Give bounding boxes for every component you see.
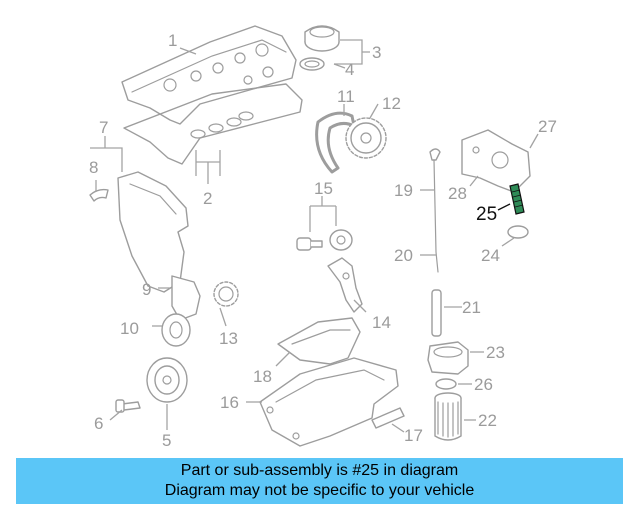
crank-pulley — [161, 313, 191, 347]
callout-14: 14 — [372, 313, 391, 332]
callout-20: 20 — [394, 246, 413, 265]
camshaft-sprocket — [345, 117, 387, 159]
callout-16: 16 — [220, 393, 239, 412]
callout-27: 27 — [538, 117, 557, 136]
callout-12: 12 — [382, 94, 401, 113]
banner-line-1: Part or sub-assembly is #25 in diagram — [180, 462, 459, 479]
callout-6: 6 — [94, 414, 103, 433]
vibration-damper — [146, 357, 188, 403]
callout-5: 5 — [162, 431, 171, 450]
pump-seal — [507, 225, 529, 239]
callout-4: 4 — [345, 60, 354, 79]
callout-19: 19 — [394, 181, 413, 200]
callout-10: 10 — [120, 319, 139, 338]
tensioner-parts — [296, 229, 353, 251]
oil-pan — [259, 357, 399, 447]
callout-17: 17 — [404, 426, 423, 445]
oil-pump — [461, 129, 531, 193]
timing-cover — [89, 171, 189, 293]
banner-line-2: Diagram may not be specific to your vehi… — [164, 482, 475, 499]
highlighted-shaft-part-25[interactable] — [509, 183, 525, 215]
parts-diagram: 1 2 3 4 5 6 7 8 9 10 11 12 13 14 15 16 1… — [89, 25, 557, 450]
oil-pan-baffle — [277, 317, 361, 365]
callout-2: 2 — [203, 189, 212, 208]
callout-23: 23 — [486, 343, 505, 362]
callout-24: 24 — [481, 246, 500, 265]
callout-22: 22 — [478, 411, 497, 430]
info-banner: Part or sub-assembly is #25 in diagram D… — [16, 458, 623, 504]
callout-13: 13 — [219, 329, 238, 348]
dipstick — [429, 148, 441, 273]
oil-filter — [434, 392, 462, 441]
oil-filler-cap — [304, 25, 340, 52]
callout-25: 25 — [476, 204, 497, 225]
valve-cover-gasket — [123, 83, 303, 165]
damper-bolt — [115, 399, 141, 413]
callout-3: 3 — [372, 43, 381, 62]
callout-15: 15 — [314, 179, 333, 198]
callout-9: 9 — [142, 280, 151, 299]
callout-21: 21 — [462, 298, 481, 317]
filter-seal — [435, 378, 457, 390]
crank-sprocket-parts — [171, 275, 239, 321]
tensioner-bracket — [327, 257, 363, 313]
valve-cover — [121, 25, 297, 125]
sealant-tube — [371, 407, 405, 429]
leader-lines — [90, 39, 539, 433]
callout-11: 11 — [337, 87, 355, 106]
callout-18: 18 — [253, 367, 272, 386]
callout-26: 26 — [474, 375, 493, 394]
callout-28: 28 — [448, 184, 467, 203]
callout-1: 1 — [168, 31, 177, 50]
cap-seal — [299, 57, 325, 71]
callout-7: 7 — [99, 118, 108, 137]
oil-filter-housing — [427, 341, 469, 375]
dipstick-tube — [431, 289, 442, 337]
callout-8: 8 — [89, 158, 98, 177]
